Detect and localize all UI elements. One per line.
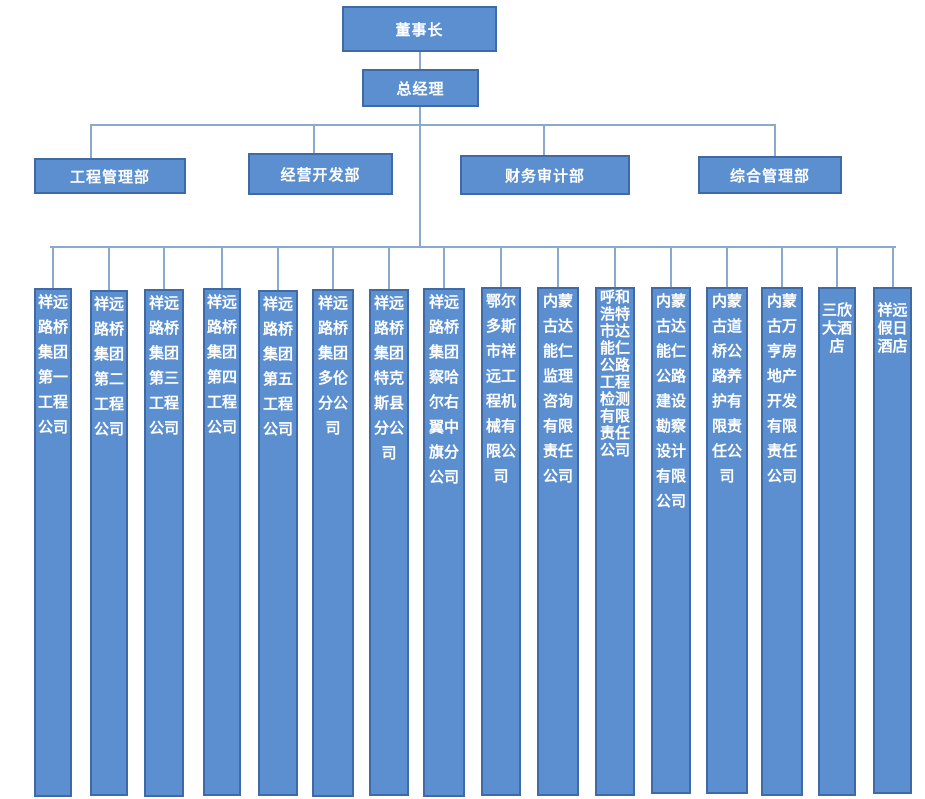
subsidiary-box-3: 祥远路桥集团第三工程公司 bbox=[144, 289, 184, 797]
subsidiary-label: 祥远路桥集团察哈尔右翼中旗分公司 bbox=[428, 293, 459, 486]
subsidiary-box-2: 祥远路桥集团第二工程公司 bbox=[90, 290, 128, 796]
subsidiary-label: 鄂尔多斯市祥远工程机械有限公司 bbox=[485, 292, 516, 485]
connector-dept-4 bbox=[774, 124, 776, 158]
subsidiary-label: 祥远路桥集团多伦分公司 bbox=[317, 294, 348, 437]
connector-subsidiary-10 bbox=[557, 247, 559, 287]
connector-subsidiary-1 bbox=[52, 247, 54, 288]
connector-sub-bar bbox=[50, 246, 896, 248]
subsidiary-box-10: 内蒙古达能仁监理咨询有限责任公司 bbox=[537, 287, 579, 796]
subsidiary-box-11: 呼和浩特市达能仁公路工程检测有限责任公司 bbox=[595, 287, 635, 796]
connector-subsidiary-6 bbox=[332, 247, 334, 289]
general-manager-box: 总经理 bbox=[362, 69, 479, 107]
chairman-box: 董事长 bbox=[342, 6, 497, 52]
subsidiary-label: 祥远路桥集团第四工程公司 bbox=[206, 293, 237, 436]
subsidiary-box-9: 鄂尔多斯市祥远工程机械有限公司 bbox=[481, 287, 521, 796]
connector-subsidiary-13 bbox=[726, 247, 728, 287]
subsidiary-box-12: 内蒙古达能仁公路建设勘察设计有限公司 bbox=[651, 287, 691, 794]
subsidiary-label: 呼和浩特市达能仁公路工程检测有限责任公司 bbox=[599, 288, 630, 459]
connector-dept-1 bbox=[90, 124, 92, 160]
subsidiary-label: 祥远路桥集团特克斯县分公司 bbox=[373, 294, 404, 462]
connector-subsidiary-7 bbox=[388, 247, 390, 289]
subsidiary-box-5: 祥远路桥集团第五工程公司 bbox=[258, 290, 298, 796]
connector-subsidiary-9 bbox=[500, 247, 502, 287]
chairman-label: 董事长 bbox=[395, 20, 444, 39]
subsidiary-label: 内蒙古达能仁监理咨询有限责任公司 bbox=[542, 292, 573, 485]
subsidiary-label: 祥远路桥集团第五工程公司 bbox=[262, 295, 293, 438]
dept-label: 综合管理部 bbox=[729, 166, 810, 185]
dept-box-finance-audit: 财务审计部 bbox=[460, 155, 630, 195]
subsidiary-box-6: 祥远路桥集团多伦分公司 bbox=[312, 289, 354, 797]
dept-box-business-development: 经营开发部 bbox=[248, 153, 393, 195]
connector-subsidiary-15 bbox=[836, 247, 838, 287]
dept-label: 工程管理部 bbox=[69, 167, 150, 186]
connector-dept-2 bbox=[313, 124, 315, 155]
connector-dept-3 bbox=[543, 124, 545, 157]
general-manager-label: 总经理 bbox=[396, 79, 445, 98]
subsidiary-box-7: 祥远路桥集团特克斯县分公司 bbox=[369, 289, 409, 796]
subsidiary-label: 祥远路桥集团第一工程公司 bbox=[37, 293, 68, 436]
subsidiary-label: 内蒙古道桥公路养护有限责任公司 bbox=[711, 292, 742, 485]
subsidiary-label: 内蒙古万亨房地产开发有限责任公司 bbox=[766, 292, 797, 485]
connector-subsidiary-11 bbox=[614, 247, 616, 287]
subsidiary-box-8: 祥远路桥集团察哈尔右翼中旗分公司 bbox=[423, 288, 465, 797]
connector-subsidiary-2 bbox=[108, 247, 110, 290]
connector-chairman-gm bbox=[419, 50, 421, 71]
subsidiary-box-13: 内蒙古道桥公路养护有限责任公司 bbox=[706, 287, 748, 794]
dept-label: 经营开发部 bbox=[280, 165, 361, 184]
dept-box-general-management: 综合管理部 bbox=[698, 156, 842, 194]
subsidiary-label: 三欣大酒店 bbox=[821, 301, 852, 355]
subsidiary-box-4: 祥远路桥集团第四工程公司 bbox=[203, 288, 241, 796]
subsidiary-box-14: 内蒙古万亨房地产开发有限责任公司 bbox=[761, 287, 803, 796]
subsidiary-label: 内蒙古达能仁公路建设勘察设计有限公司 bbox=[655, 292, 686, 510]
connector-subsidiary-14 bbox=[781, 247, 783, 287]
connector-dept-bar bbox=[90, 124, 776, 126]
subsidiary-box-1: 祥远路桥集团第一工程公司 bbox=[34, 288, 72, 797]
connector-gm-trunk bbox=[419, 106, 421, 247]
connector-subsidiary-16 bbox=[891, 247, 894, 287]
connector-subsidiary-3 bbox=[163, 247, 165, 289]
subsidiary-label: 祥远假日酒店 bbox=[877, 301, 908, 355]
dept-box-engineering: 工程管理部 bbox=[34, 158, 186, 194]
connector-subsidiary-4 bbox=[221, 247, 223, 288]
subsidiary-box-16: 祥远假日酒店 bbox=[873, 287, 912, 794]
connector-subsidiary-8 bbox=[443, 247, 445, 288]
subsidiary-label: 祥远路桥集团第二工程公司 bbox=[93, 295, 124, 438]
connector-subsidiary-5 bbox=[277, 247, 279, 290]
connector-subsidiary-12 bbox=[670, 247, 672, 287]
subsidiary-box-15: 三欣大酒店 bbox=[818, 287, 856, 796]
dept-label: 财务审计部 bbox=[504, 166, 585, 185]
subsidiary-label: 祥远路桥集团第三工程公司 bbox=[148, 294, 179, 437]
